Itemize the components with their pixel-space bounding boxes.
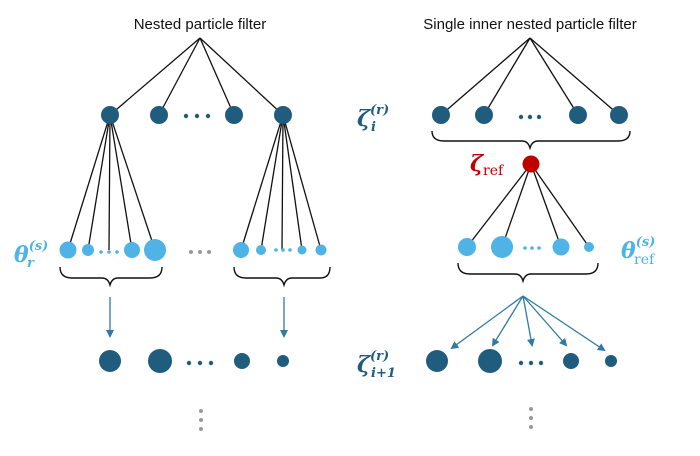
theta-ref-particle: [491, 236, 513, 258]
zeta-next-particle: [426, 350, 448, 372]
zeta-i-particle: [475, 106, 493, 124]
zeta-i-particle: [610, 106, 628, 124]
left-brace-1: [59, 266, 163, 288]
zeta-i-particle: [432, 106, 450, 124]
ellipsis-dot: [529, 416, 533, 420]
zeta-next-particle: [605, 355, 617, 367]
right-vertical-ellipsis: [529, 407, 533, 429]
zeta-i-sub: i: [371, 120, 376, 135]
zeta-next-particle: [563, 353, 579, 369]
ellipsis-dot: [194, 113, 200, 119]
ellipsis-dot: [107, 250, 111, 254]
theta-ref-label: θ(s): [621, 235, 655, 264]
left-tree-lines: [67, 37, 322, 251]
left-level1-node: [225, 106, 243, 124]
left-level1-nodes: [101, 106, 292, 124]
ellipsis-dot: [537, 246, 541, 250]
right-title: Single inner nested particle filter: [423, 16, 636, 33]
theta-particle: [256, 245, 266, 255]
theta-particle: [297, 245, 307, 255]
ellipsis-dot: [99, 250, 103, 254]
zeta-next-label: ζ(r): [357, 349, 389, 378]
zeta-i-particle: [569, 106, 587, 124]
ellipsis-dot: [115, 250, 119, 254]
ellipsis-dot: [288, 248, 292, 252]
theta-particle: [82, 244, 94, 256]
zeta-next-particle: [99, 350, 121, 372]
ellipsis-dot: [536, 114, 542, 120]
ellipsis-dot: [528, 360, 534, 366]
theta-ref-particle: [584, 242, 594, 252]
ellipsis-dot: [523, 246, 527, 250]
zeta-next-particle: [277, 355, 289, 367]
theta-r-label: θ(s): [14, 239, 48, 268]
ellipsis-dot: [199, 427, 203, 431]
ellipsis-dot: [538, 360, 544, 366]
ellipsis-dot: [529, 425, 533, 429]
zeta-next-particle: [478, 349, 502, 373]
ellipsis-dot: [198, 250, 202, 254]
zeta-next-particle: [148, 349, 172, 373]
left-vertical-ellipsis: [199, 409, 203, 431]
right-brace-middle: [457, 262, 599, 284]
left-level2-nodes: [59, 239, 327, 261]
left-level3-nodes: [99, 349, 289, 373]
ellipsis-dot: [530, 246, 534, 250]
zeta-ref-label: ζref: [470, 151, 505, 179]
left-level1-node: [274, 106, 292, 124]
ellipsis-dot: [189, 250, 193, 254]
theta-ref-particle: [552, 238, 570, 256]
theta-ref-sub: ref: [634, 252, 656, 268]
ellipsis-dot: [529, 407, 533, 411]
ellipsis-dot: [518, 360, 524, 366]
ellipsis-dot: [199, 418, 203, 422]
ellipsis-dot: [281, 248, 285, 252]
zeta-i-label: ζ(r): [357, 103, 389, 132]
right-level3-nodes: [426, 349, 617, 373]
ellipsis-dot: [274, 248, 278, 252]
ellipsis-dot: [518, 114, 524, 120]
theta-particle: [124, 242, 140, 258]
theta-ref-particle: [458, 238, 476, 256]
theta-particle: [59, 241, 77, 259]
right-level2-nodes: [458, 236, 594, 258]
zeta-next-sub: i+1: [371, 366, 396, 381]
zeta-next-particle: [234, 353, 250, 369]
right-fanout-arrows: [450, 295, 606, 352]
ellipsis-dot: [207, 250, 211, 254]
left-level1-node: [101, 106, 119, 124]
ellipsis-dot: [199, 409, 203, 413]
zeta-ref-node: [522, 155, 540, 173]
right-brace-top: [431, 130, 631, 151]
theta-particle: [144, 239, 166, 261]
theta-particle: [315, 244, 327, 256]
ellipsis-dot: [205, 113, 211, 119]
left-gray-ellipsis: [189, 250, 211, 254]
left-brace-2: [233, 266, 331, 288]
ellipsis-dot: [183, 113, 189, 119]
left-level1-node: [150, 106, 168, 124]
theta-particle: [233, 242, 249, 258]
ellipsis-dot: [197, 360, 203, 366]
ellipsis-dot: [527, 114, 533, 120]
right-level1-nodes: [432, 106, 628, 124]
right-tree-lines: [440, 37, 620, 248]
ellipsis-dot: [208, 360, 214, 366]
ellipsis-dot: [186, 360, 192, 366]
left-title: Nested particle filter: [134, 16, 267, 33]
theta-r-sub: r: [27, 256, 35, 271]
